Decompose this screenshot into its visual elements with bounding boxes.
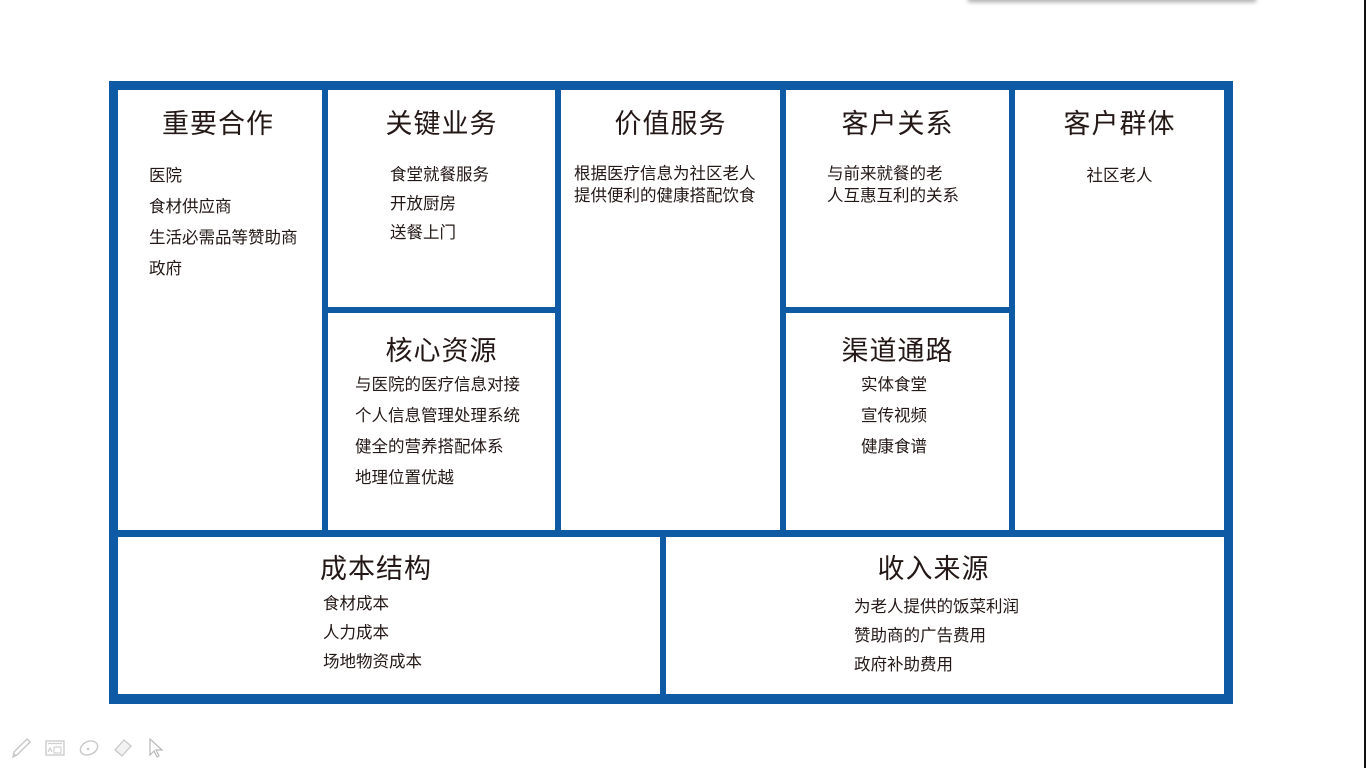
key-activities-list: 食堂就餐服务 开放厨房 送餐上门 (390, 160, 489, 247)
customer-relationships-cell: 客户关系 与前来就餐的老 人互惠互利的关系 (786, 90, 1009, 307)
customer-segments-cell: 客户群体 社区老人 (1015, 90, 1224, 530)
customer-relationships-title: 客户关系 (841, 109, 954, 140)
list-item: 个人信息管理处理系统 (355, 406, 520, 425)
presentation-toolbar (8, 734, 170, 762)
eraser-icon (114, 739, 132, 757)
channels-title: 渠道通路 (841, 336, 954, 367)
pen-icon (12, 738, 31, 759)
eraser-button[interactable] (110, 735, 136, 761)
list-item: 与医院的医疗信息对接 (355, 375, 520, 394)
list-item: 生活必需品等赞助商 (149, 228, 298, 247)
list-item: 赞助商的广告费用 (854, 626, 986, 645)
slides-icon (45, 740, 65, 756)
laser-pointer-icon (79, 740, 99, 756)
list-item: 健康食谱 (861, 437, 927, 456)
business-model-canvas: 重要合作 医院 食材供应商 生活必需品等赞助商 政府 关键业务 食堂就餐服务 开… (109, 81, 1233, 704)
list-item: 政府 (149, 259, 182, 278)
list-item: 根据医疗信息为社区老人 (574, 164, 756, 183)
list-item: 食材供应商 (149, 197, 232, 216)
list-item: 人互惠互利的关系 (827, 186, 959, 205)
arrow-cursor-icon (149, 737, 164, 758)
revenue-streams-list: 为老人提供的饭菜利润 赞助商的广告费用 政府补助费用 (854, 592, 1019, 679)
pen-tool-button[interactable] (8, 735, 34, 761)
slide-sorter-button[interactable] (42, 735, 68, 761)
list-item: 与前来就餐的老 (827, 164, 943, 183)
key-resources-list: 与医院的医疗信息对接 个人信息管理处理系统 健全的营养搭配体系 地理位置优越 (355, 369, 520, 493)
value-propositions-cell: 价值服务 根据医疗信息为社区老人 提供便利的健康搭配饮食 (561, 90, 780, 530)
key-partners-cell: 重要合作 医院 食材供应商 生活必需品等赞助商 政府 (118, 90, 322, 530)
cost-structure-title: 成本结构 (320, 554, 432, 585)
cost-structure-cell: 成本结构 食材成本 人力成本 场地物资成本 (118, 537, 660, 694)
customer-segments-list: 社区老人 (1015, 160, 1224, 191)
key-resources-cell: 核心资源 与医院的医疗信息对接 个人信息管理处理系统 健全的营养搭配体系 地理位… (328, 313, 555, 530)
list-item: 健全的营养搭配体系 (355, 437, 504, 456)
list-item: 政府补助费用 (854, 655, 953, 674)
value-propositions-title: 价值服务 (614, 109, 727, 140)
list-item: 开放厨房 (390, 194, 456, 213)
list-item: 为老人提供的饭菜利润 (854, 597, 1019, 616)
list-item: 送餐上门 (390, 223, 456, 242)
list-item: 宣传视频 (861, 406, 927, 425)
list-item: 实体食堂 (861, 375, 927, 394)
key-activities-cell: 关键业务 食堂就餐服务 开放厨房 送餐上门 (328, 90, 555, 307)
channels-list: 实体食堂 宣传视频 健康食谱 (861, 369, 927, 462)
list-item: 场地物资成本 (323, 652, 422, 671)
revenue-streams-title: 收入来源 (877, 554, 990, 585)
revenue-streams-cell: 收入来源 为老人提供的饭菜利润 赞助商的广告费用 政府补助费用 (666, 537, 1224, 694)
list-item: 食堂就餐服务 (390, 165, 489, 184)
value-propositions-list: 根据医疗信息为社区老人 提供便利的健康搭配饮食 (574, 163, 756, 207)
cost-structure-list: 食材成本 人力成本 场地物资成本 (323, 589, 422, 676)
list-item: 社区老人 (1086, 166, 1153, 185)
list-item: 提供便利的健康搭配饮食 (574, 186, 756, 205)
list-item: 食材成本 (323, 594, 389, 613)
channels-cell: 渠道通路 实体食堂 宣传视频 健康食谱 (786, 313, 1009, 530)
key-resources-title: 核心资源 (385, 336, 498, 367)
key-activities-title: 关键业务 (385, 109, 498, 140)
customer-relationships-list: 与前来就餐的老 人互惠互利的关系 (827, 163, 959, 207)
key-partners-list: 医院 食材供应商 生活必需品等赞助商 政府 (149, 160, 298, 284)
window-right-edge (1364, 0, 1366, 768)
customer-segments-title: 客户群体 (1063, 109, 1176, 140)
list-item: 地理位置优越 (355, 468, 454, 487)
pointer-arrow-button[interactable] (144, 735, 170, 761)
list-item: 医院 (149, 166, 182, 185)
key-partners-title: 重要合作 (162, 109, 274, 140)
list-item: 人力成本 (323, 623, 389, 642)
laser-pointer-button[interactable] (76, 735, 102, 761)
